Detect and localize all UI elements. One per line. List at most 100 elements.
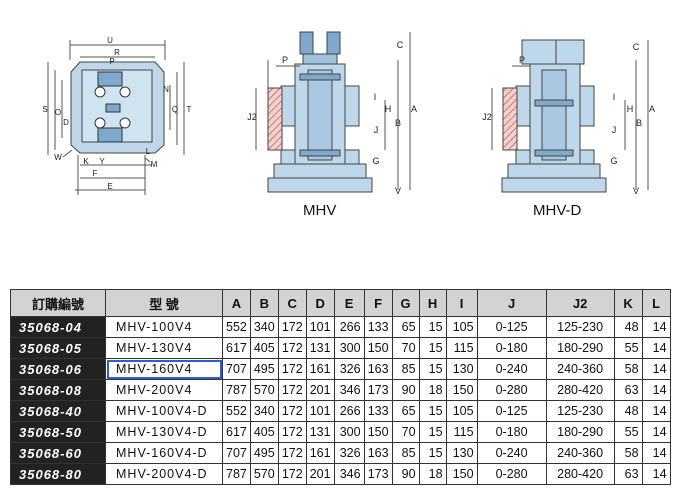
dimension-cell: 90: [391, 379, 420, 401]
range-cell: 125-230: [545, 316, 615, 338]
dimension-cell: 161: [305, 358, 335, 380]
dimension-cell: 326: [333, 358, 365, 380]
dimension-cell: 172: [277, 316, 307, 338]
dimension-cell: 787: [222, 379, 251, 401]
dimension-cell: 15: [418, 358, 447, 380]
dimension-cell: 495: [249, 442, 279, 464]
header-col-C: C: [277, 289, 307, 317]
dim-label-O: O: [55, 108, 61, 117]
mhvd-dim-A: A: [649, 104, 655, 114]
dimension-cell: 707: [222, 442, 251, 464]
header-model: 型 號: [105, 289, 223, 317]
dimension-cell: 15: [418, 442, 447, 464]
dimension-cell: 48: [613, 316, 643, 338]
range-cell: 240-360: [545, 442, 615, 464]
dimension-cell: 58: [613, 358, 643, 380]
mhv-dim-A: A: [411, 104, 417, 114]
order-number-cell: 35068-80: [10, 463, 106, 485]
mhvd-dim-I: I: [613, 92, 616, 102]
dim-label-Q: Q: [172, 105, 178, 114]
dimension-cell: 346: [333, 379, 365, 401]
dimension-cell: 173: [363, 463, 393, 485]
mhvd-dim-C: C: [633, 42, 640, 52]
header-col-L: L: [641, 289, 671, 317]
header-col-F: F: [363, 289, 393, 317]
dimension-cell: 300: [333, 337, 365, 359]
range-cell: 280-420: [545, 463, 615, 485]
model-cell: MHV-160V4-D: [105, 442, 223, 464]
dimension-cell: 85: [391, 442, 420, 464]
mhvd-dim-H: H: [627, 104, 634, 114]
dim-label-K: K: [83, 157, 89, 166]
header-col-D: D: [305, 289, 335, 317]
dimension-cell: 787: [222, 463, 251, 485]
dim-label-M: M: [151, 160, 158, 169]
range-cell: 0-240: [476, 358, 547, 380]
range-cell: 0-125: [476, 400, 547, 422]
model-cell: MHV-130V4-D: [105, 421, 223, 443]
dimension-cell: 55: [613, 421, 643, 443]
dimension-cell: 14: [641, 316, 671, 338]
header-col-E: E: [333, 289, 365, 317]
dimension-cell: 201: [305, 379, 335, 401]
mhv-dim-C: C: [397, 40, 404, 50]
model-cell: MHV-100V4: [105, 316, 223, 338]
dimension-cell: 15: [418, 316, 447, 338]
dimension-cell: 707: [222, 358, 251, 380]
range-cell: 280-420: [545, 379, 615, 401]
model-cell-selected: MHV-160V4: [105, 358, 223, 380]
dimension-cell: 172: [277, 337, 307, 359]
model-cell: MHV-130V4: [105, 337, 223, 359]
dimension-cell: 405: [249, 421, 279, 443]
order-number-cell: 35068-50: [10, 421, 106, 443]
mhvd-dim-J2: J2: [482, 112, 492, 122]
dimension-cell: 15: [418, 421, 447, 443]
mhv-drawing: [255, 31, 411, 193]
dimension-cell: 14: [641, 442, 671, 464]
dimension-cell: 70: [391, 337, 420, 359]
dimension-cell: 326: [333, 442, 365, 464]
dimension-cell: 570: [249, 379, 279, 401]
range-cell: 0-125: [476, 316, 547, 338]
mhv-dim-J: J: [374, 125, 379, 135]
range-cell: 0-180: [476, 337, 547, 359]
dim-label-F: F: [93, 169, 98, 178]
dimension-cell: 58: [613, 442, 643, 464]
dim-label-L-plan: L: [146, 147, 151, 156]
dimension-cell: 266: [333, 400, 365, 422]
dimension-cell: 55: [613, 337, 643, 359]
dimension-cell: 173: [363, 379, 393, 401]
order-number-cell: 35068-60: [10, 442, 106, 464]
dimension-cell: 133: [363, 316, 393, 338]
header-col-J2: J2: [545, 289, 615, 317]
mhv-caption: MHV: [303, 202, 337, 219]
dimension-cell: 133: [363, 400, 393, 422]
dim-label-U: U: [107, 36, 113, 45]
dim-label-P-plan: P: [109, 57, 114, 66]
mhv-dim-I: I: [374, 92, 377, 102]
dimension-cell: 552: [222, 400, 251, 422]
dimension-cell: 340: [249, 316, 279, 338]
dimension-cell: 150: [363, 337, 393, 359]
dimension-cell: 101: [305, 400, 335, 422]
model-cell: MHV-100V4-D: [105, 400, 223, 422]
mhv-d-drawing: [491, 39, 649, 193]
dimension-cell: 15: [418, 400, 447, 422]
dimension-cell: 163: [363, 358, 393, 380]
dim-label-R: R: [114, 48, 120, 57]
dimension-cell: 131: [305, 337, 335, 359]
dimension-cell: 150: [445, 463, 478, 485]
dim-label-W: W: [54, 153, 62, 162]
dimension-cell: 617: [222, 337, 251, 359]
order-number-cell: 35068-08: [10, 379, 106, 401]
dimension-cell: 105: [445, 400, 478, 422]
dimension-cell: 172: [277, 400, 307, 422]
model-cell: MHV-200V4-D: [105, 463, 223, 485]
dimension-cell: 65: [391, 316, 420, 338]
model-cell: MHV-200V4: [105, 379, 223, 401]
dimension-cell: 105: [445, 316, 478, 338]
